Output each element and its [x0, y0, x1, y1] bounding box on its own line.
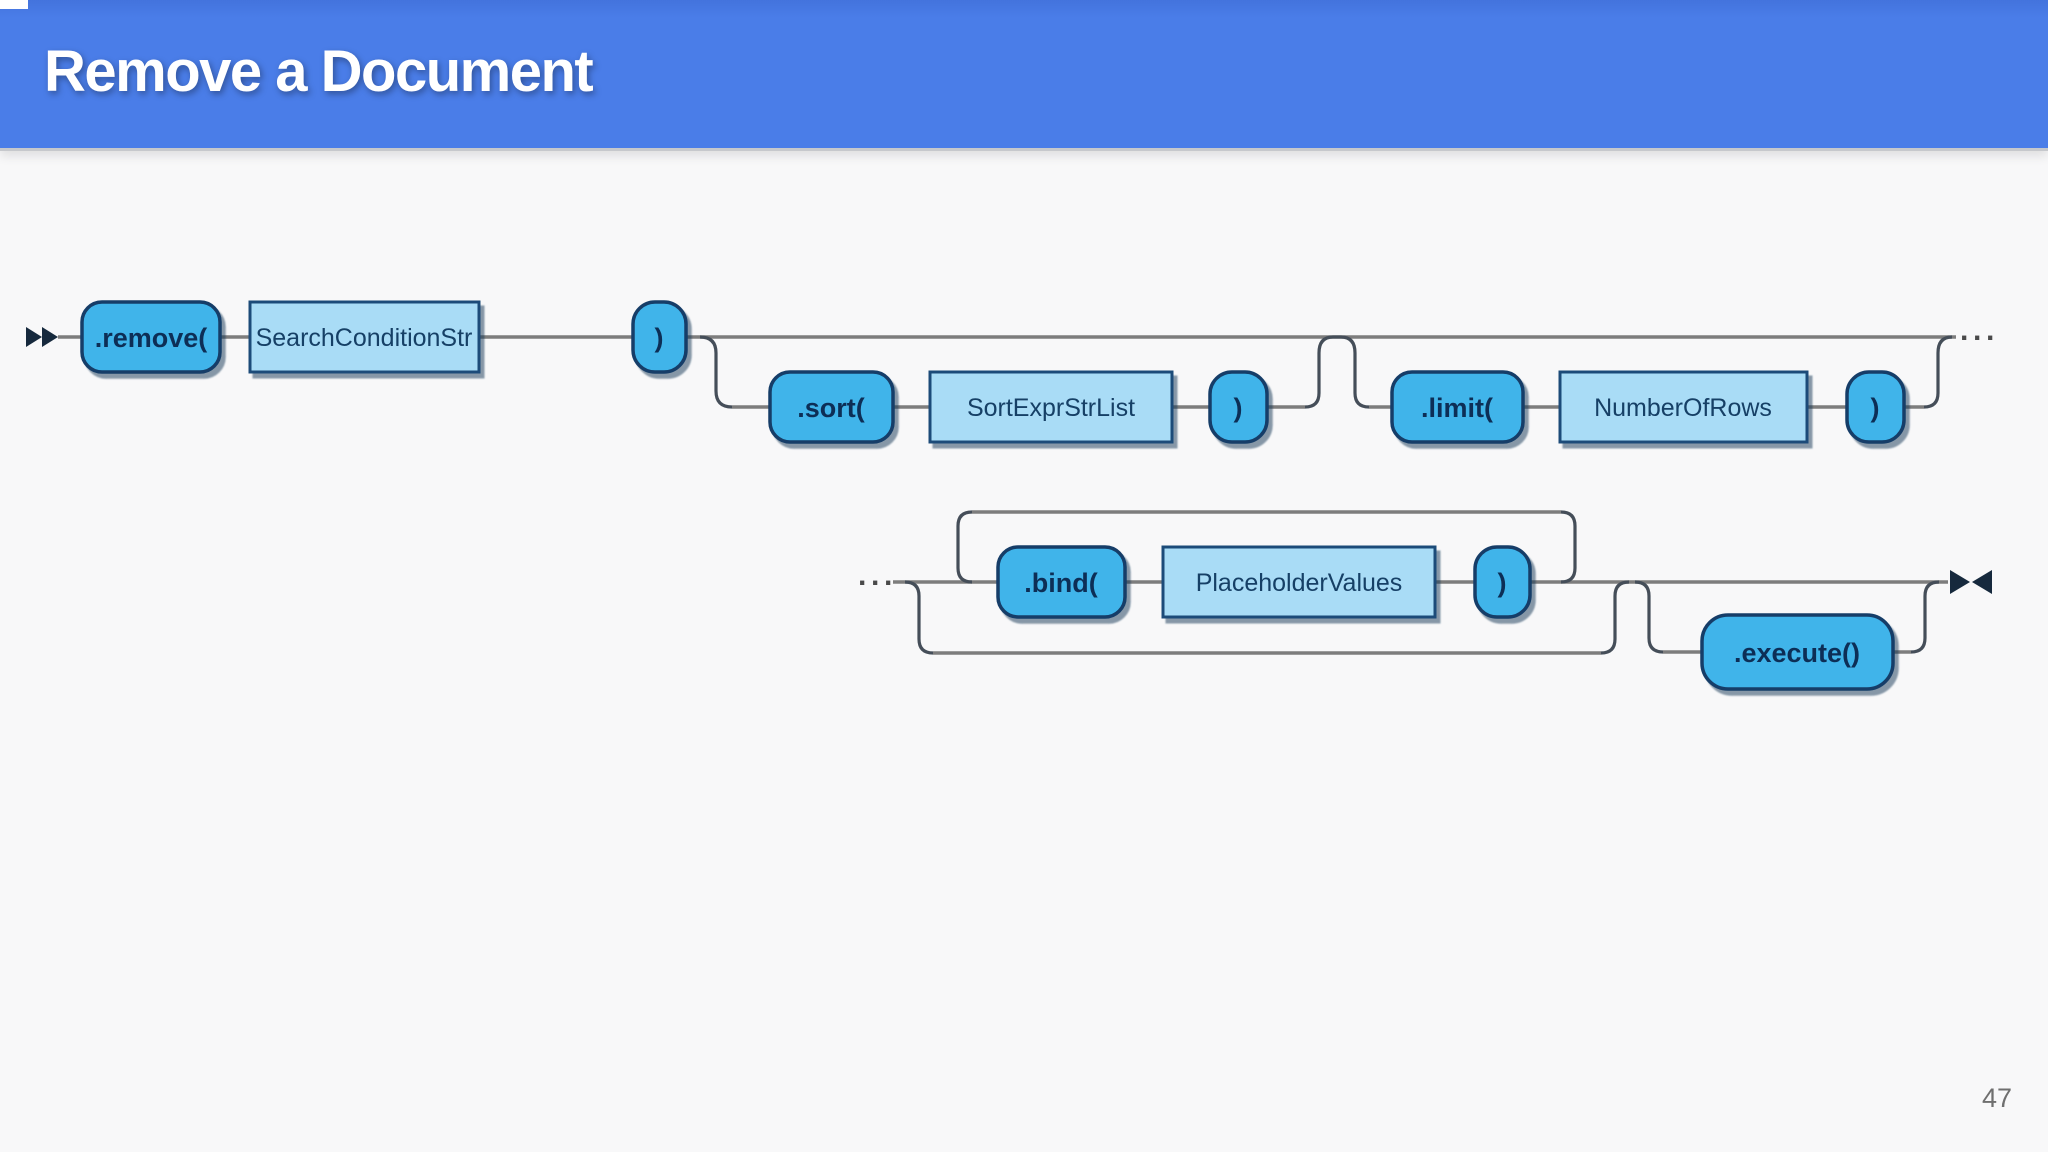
row2-continuation-dots: ···	[858, 567, 897, 600]
nonterminal-search-condition-box	[248, 300, 481, 374]
branch-arc-down	[699, 335, 733, 409]
terminal-sort-label: .sort(	[797, 393, 865, 423]
terminal-close-paren-bind: )	[1473, 545, 1532, 619]
loop-arc-right	[1560, 510, 1577, 584]
nonterminal-search-condition: SearchConditionStr	[248, 300, 481, 374]
nonterminal-search-condition-label: SearchConditionStr	[256, 324, 473, 352]
terminal-close-paren-1-box	[631, 300, 688, 374]
nonterminal-sort-expr-box	[928, 370, 1174, 444]
nonterminal-placeholder-values-box	[1161, 545, 1437, 619]
row1-continuation-dots: ···	[1960, 322, 1999, 355]
slide-header: Remove a Document	[0, 0, 2048, 148]
top-left-artifact	[0, 0, 28, 9]
loop-arc-left	[956, 510, 973, 584]
terminal-execute-box	[1700, 613, 1895, 691]
terminal-close-paren-1: )	[631, 300, 688, 374]
terminal-close-paren-bind-label: )	[1498, 568, 1507, 598]
terminal-close-paren-2-box	[1208, 370, 1269, 444]
end-symbol-icon	[1950, 570, 1992, 594]
nonterminal-placeholder-values: PlaceholderValues	[1161, 545, 1437, 619]
nonterminal-sort-expr: SortExprStrList	[928, 370, 1174, 444]
page-number: 47	[1981, 1083, 2012, 1113]
terminal-close-paren-3: )	[1845, 370, 1906, 444]
terminal-remove-box	[80, 300, 222, 374]
bypass-arc-up	[1600, 580, 1630, 655]
start-symbol-icon	[26, 327, 58, 347]
terminal-close-paren-1-label: )	[655, 323, 664, 353]
execute-arc-up	[1910, 580, 1940, 654]
terminal-close-paren-3-box	[1845, 370, 1906, 444]
terminal-remove: .remove(	[80, 300, 222, 374]
nonterminal-sort-expr-label: SortExprStrList	[967, 394, 1135, 422]
nonterminal-number-of-rows-box	[1558, 370, 1809, 444]
terminal-sort: .sort(	[768, 370, 895, 444]
execute-arc-down	[1634, 580, 1664, 654]
rejoin-hump-arc	[1304, 335, 1370, 409]
page-title: Remove a Document	[44, 38, 594, 104]
bypass-arc-down	[904, 580, 934, 655]
terminal-close-paren-2: )	[1208, 370, 1269, 444]
nonterminal-number-of-rows: NumberOfRows	[1558, 370, 1809, 444]
nonterminal-placeholder-values-label: PlaceholderValues	[1196, 569, 1403, 597]
terminal-bind-label: .bind(	[1024, 568, 1097, 598]
terminal-limit-box	[1390, 370, 1525, 444]
terminal-execute-label: .execute()	[1734, 638, 1860, 668]
terminal-sort-box	[768, 370, 895, 444]
terminal-limit: .limit(	[1390, 370, 1525, 444]
nonterminal-number-of-rows-label: NumberOfRows	[1594, 394, 1772, 422]
terminal-remove-label: .remove(	[95, 323, 208, 353]
rejoin-arc-up	[1923, 335, 1953, 409]
terminal-bind-box	[996, 545, 1127, 619]
terminal-execute: .execute()	[1700, 613, 1895, 691]
terminal-bind: .bind(	[996, 545, 1127, 619]
terminal-close-paren-bind-box	[1473, 545, 1532, 619]
terminal-close-paren-3-label: )	[1871, 393, 1880, 423]
terminal-limit-label: .limit(	[1421, 393, 1493, 423]
terminal-close-paren-2-label: )	[1234, 393, 1243, 423]
